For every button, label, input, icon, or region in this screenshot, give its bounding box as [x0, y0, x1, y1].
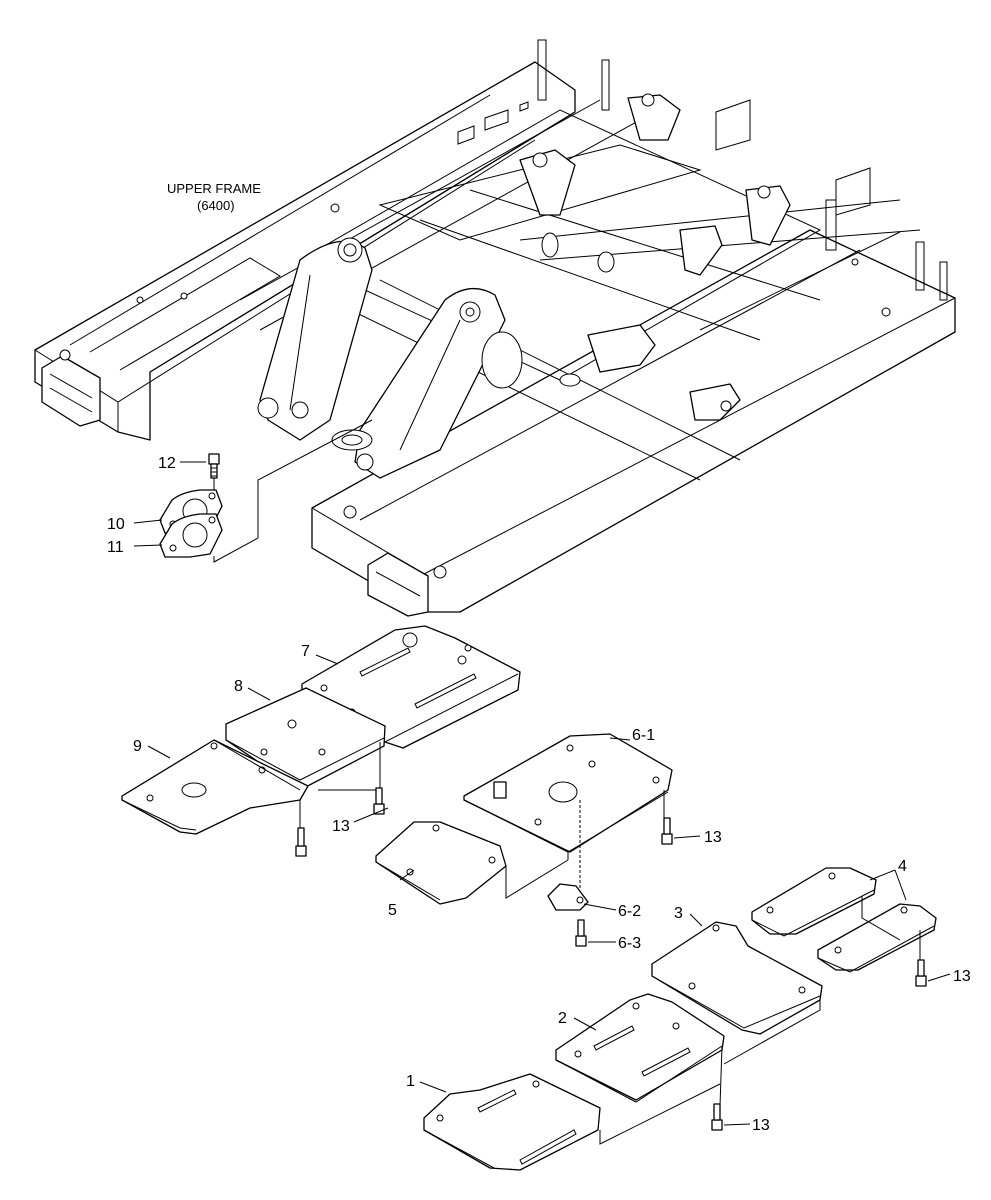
frame-label-line2: (6400) — [197, 198, 235, 213]
part-4-plate-a — [751, 867, 877, 937]
part-13-bolt-a — [373, 787, 385, 815]
callout-4: 4 — [898, 858, 907, 875]
part-6-1-plate — [463, 733, 673, 860]
part-5-plate — [375, 821, 507, 905]
part-6-3-bolt — [575, 919, 587, 947]
part-11-plate — [159, 513, 223, 558]
callout-13-d: 13 — [752, 1117, 770, 1134]
callout-9: 9 — [133, 738, 142, 755]
part-13-bolt-d — [915, 959, 927, 987]
part-1-plate — [423, 1073, 601, 1171]
callout-2: 2 — [558, 1010, 567, 1027]
part-12-bolt — [208, 453, 220, 492]
callout-13-a: 13 — [332, 818, 350, 835]
upper-frame-drawing — [34, 39, 956, 617]
part-13-bolt-e — [711, 1103, 723, 1131]
callout-10: 10 — [107, 516, 125, 533]
callout-6-1: 6-1 — [632, 727, 655, 744]
part-2-plate — [555, 993, 725, 1103]
part-13-bolt-b — [295, 827, 307, 857]
part-13-bolt-c — [661, 817, 673, 845]
callout-7: 7 — [301, 643, 310, 660]
callout-3: 3 — [674, 905, 683, 922]
callout-11: 11 — [107, 539, 124, 556]
part-3-plate — [651, 921, 823, 1035]
callout-13-b: 13 — [704, 829, 722, 846]
part-4-plate-b — [817, 903, 937, 973]
callout-1: 1 — [406, 1073, 415, 1090]
callout-12: 12 — [158, 455, 176, 472]
callout-5: 5 — [388, 902, 397, 919]
callout-6-2: 6-2 — [618, 903, 641, 920]
callout-13-c: 13 — [953, 968, 971, 985]
frame-label-line1: UPPER FRAME — [167, 181, 261, 196]
callout-8: 8 — [234, 678, 243, 695]
callout-6-3: 6-3 — [618, 935, 641, 952]
part-8-plate — [225, 687, 386, 791]
part-6-2-cover — [547, 883, 589, 911]
part-9-plate — [121, 739, 309, 835]
